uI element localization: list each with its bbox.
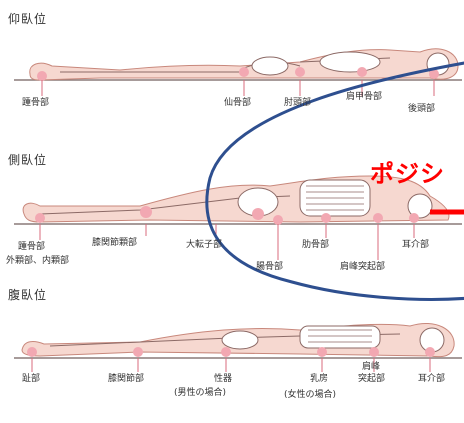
overlay-arc: [205, 61, 464, 301]
overlay-title: ポジシ: [370, 160, 445, 188]
label-supine-heel: 踵骨部: [22, 98, 50, 108]
label-lateral-heel: 踵骨部: [18, 242, 46, 252]
label-prone-process: 突起部: [358, 374, 386, 384]
label-prone-male-note: (男性の場合): [174, 388, 227, 398]
prone-heading: 腹臥位: [8, 288, 48, 302]
label-lateral-rib: 肋骨部: [302, 240, 330, 250]
label-prone-female-note: (女性の場合): [284, 390, 337, 400]
label-prone-toe: 趾部: [22, 374, 41, 384]
label-lateral-malleolus: 外顆部、内顆部: [6, 256, 70, 266]
label-prone-breast: 乳房: [310, 374, 329, 384]
prone-figure: [14, 322, 462, 372]
label-prone-knee: 膝関節部: [108, 374, 145, 384]
label-prone-genitals: 性器: [214, 374, 233, 384]
label-prone-acromion: 肩峰: [362, 362, 381, 372]
label-prone-ear: 耳介部: [418, 374, 446, 384]
label-supine-elbow: 肘頭部: [284, 98, 312, 108]
label-lateral-ilium: 腸骨部: [256, 262, 284, 272]
label-lateral-greater-trochanter: 大転子部: [186, 240, 223, 250]
label-lateral-ear: 耳介部: [402, 240, 430, 250]
lateral-heading: 側臥位: [8, 153, 48, 167]
label-supine-scapula: 肩甲骨部: [346, 92, 383, 102]
label-lateral-acromion: 肩峰突起部: [340, 262, 386, 272]
label-lateral-knee-condyle: 膝関節顆部: [92, 238, 138, 248]
lateral-figure: [14, 175, 462, 260]
supine-figure: [14, 48, 462, 96]
supine-heading: 仰臥位: [8, 12, 48, 26]
label-supine-occiput: 後頭部: [408, 104, 436, 114]
label-supine-sacrum: 仙骨部: [224, 98, 252, 108]
